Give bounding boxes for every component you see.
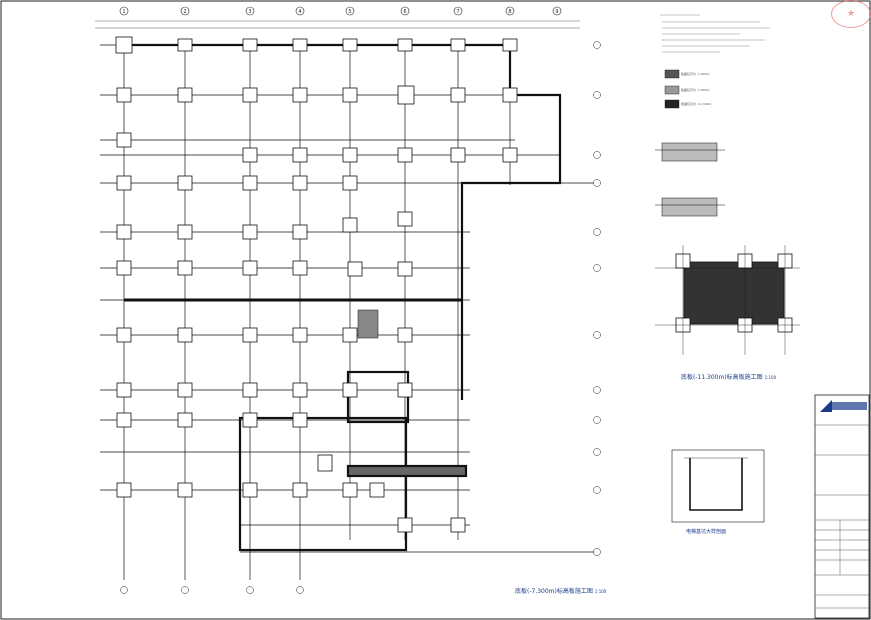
grid-label-5: 5: [348, 9, 351, 15]
main-plan-title-text: 底板(-7.300m)标高板施工图: [515, 588, 593, 595]
top-grid-labels: 1 2 3 4 5 6 7 8 9: [122, 9, 558, 15]
elevator-pit-detail: [671, 449, 765, 523]
grid-label-3: 3: [248, 9, 251, 15]
legend-item-2: 板面标高为 -1.800m: [681, 88, 710, 92]
grid-label-8: 8: [508, 9, 511, 15]
right-plan-title: 底板(-11.300m)标高板施工图 1:100: [681, 372, 776, 381]
grid-label-4: 4: [298, 9, 301, 15]
top-grid-bubbles: [119, 6, 562, 16]
columns-main-plan: [115, 36, 518, 533]
company-logo: [820, 400, 867, 412]
section-detail-2: [655, 197, 725, 217]
title-block-rows: [815, 424, 869, 609]
hatched-regions: [357, 309, 379, 339]
bottom-grid-bubbles: [120, 586, 304, 594]
grid-label-1: 1: [122, 9, 125, 15]
main-plan-title: 底板(-7.300m)标高板施工图 1:100: [515, 586, 606, 595]
top-dimension-lines: [95, 20, 580, 29]
right-grid-bubbles: [593, 41, 601, 556]
legend-item-1: 板面标高为 -1.000m: [681, 72, 710, 76]
grid-label-2: 2: [183, 9, 186, 15]
grid-label-7: 7: [456, 9, 459, 15]
grid-label-9: 9: [555, 9, 558, 15]
main-plan-scale: 1:100: [594, 589, 607, 594]
notes-text-lines: [660, 14, 770, 53]
grid-label-6: 6: [403, 9, 406, 15]
right-plan-pit: [655, 245, 800, 355]
right-plan-scale: 1:100: [764, 375, 777, 380]
legend-swatches: [664, 69, 680, 109]
approval-stamp-icon: ★: [831, 0, 871, 28]
section-detail-1: [655, 142, 725, 162]
legend-item-3: 板面标高为 -11.300m: [681, 102, 712, 106]
elevator-pit-title: 电梯基坑大样剖面: [686, 529, 727, 535]
title-block: [814, 394, 870, 619]
right-plan-title-text: 底板(-11.300m)标高板施工图: [681, 374, 763, 381]
